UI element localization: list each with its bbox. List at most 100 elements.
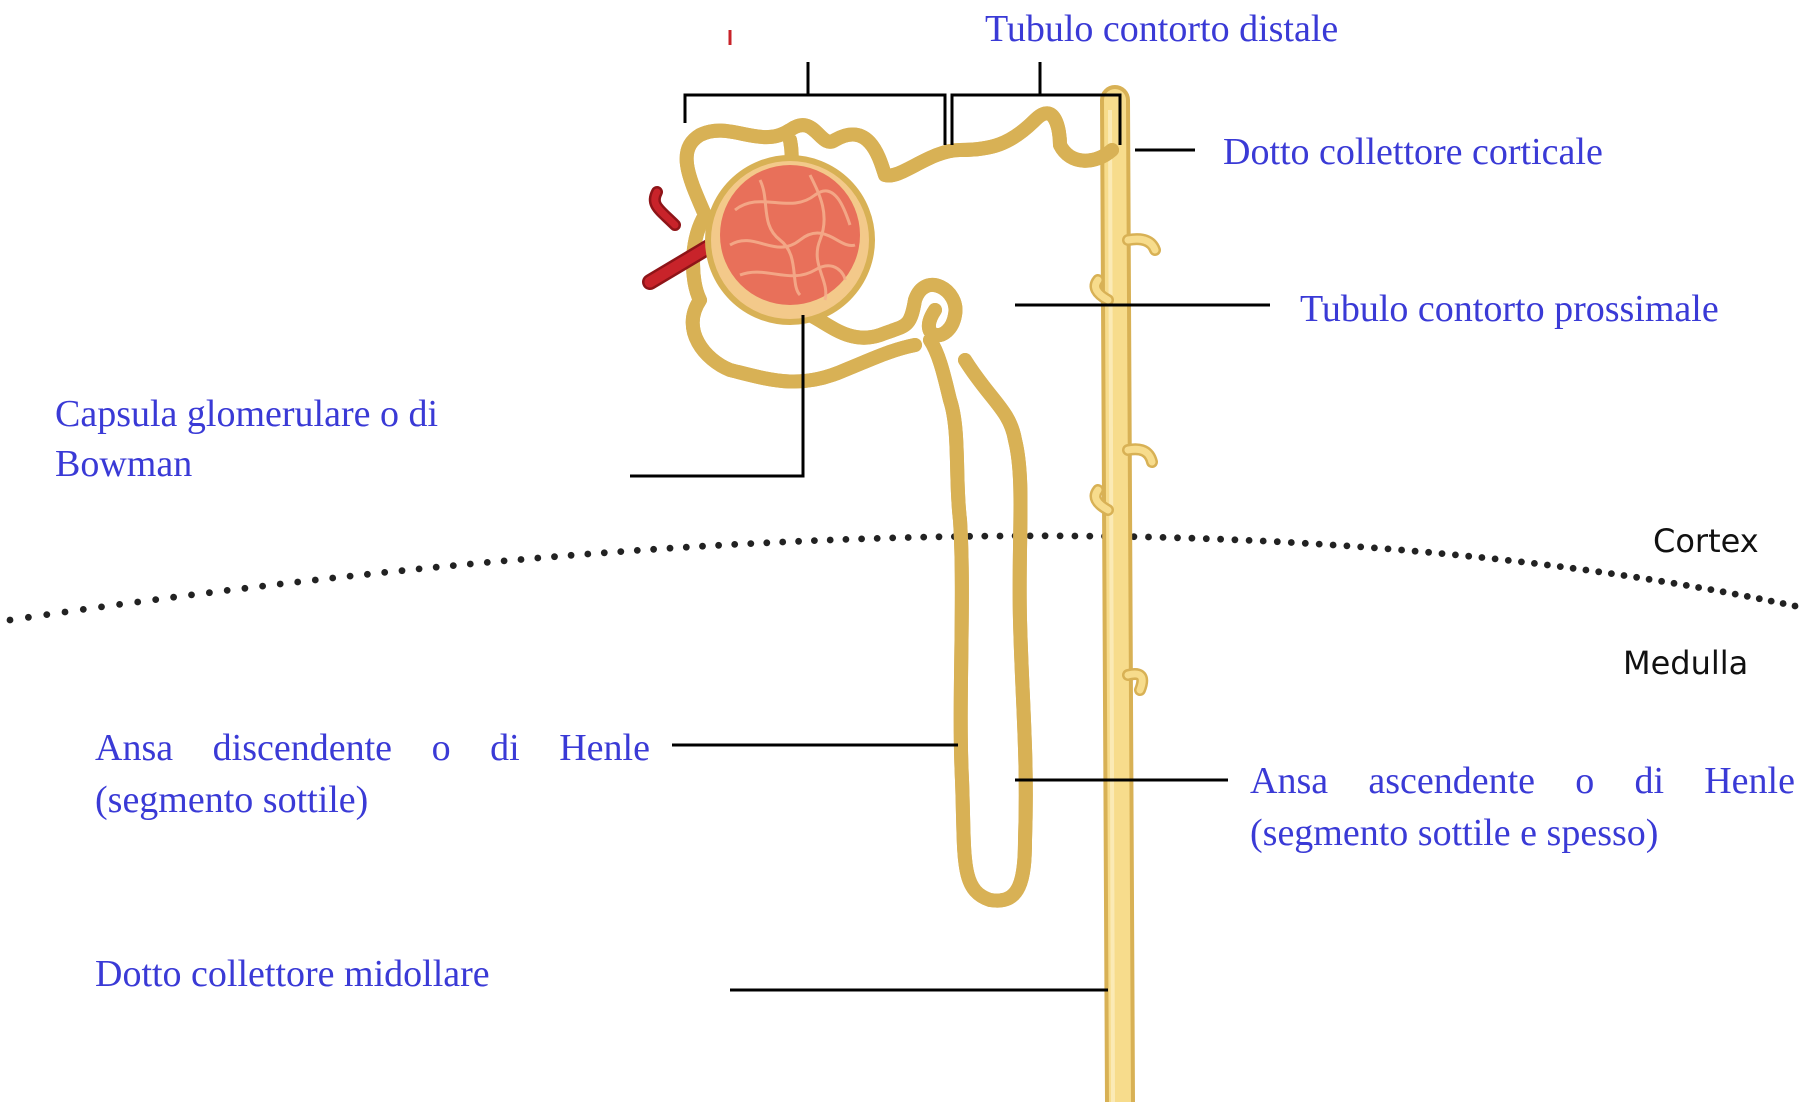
boundary-dot: [1027, 533, 1034, 540]
boundary-dot: [43, 611, 50, 618]
boundary-dot: [889, 535, 896, 542]
boundary-dot: [811, 537, 818, 544]
label-dotto-collettore-midollare: Dotto collettore midollare: [95, 948, 490, 1000]
boundary-dot: [1768, 598, 1775, 605]
boundary-dot: [484, 559, 491, 566]
boundary-dot: [634, 547, 641, 554]
boundary-dot: [1330, 542, 1337, 549]
boundary-dot: [381, 569, 388, 576]
boundary-dot: [1189, 535, 1196, 542]
boundary-dot: [1695, 584, 1702, 591]
leader-lines: [630, 30, 1270, 990]
boundary-dot: [551, 553, 558, 560]
boundary-dot: [779, 539, 786, 546]
boundary-dot: [80, 606, 87, 613]
boundary-dot: [1274, 538, 1281, 545]
boundary-dot: [1385, 546, 1392, 553]
word: Henle: [1704, 755, 1795, 807]
boundary-dot: [1412, 548, 1419, 555]
boundary-dot: [1720, 588, 1727, 595]
boundary-dot: [1531, 560, 1538, 567]
boundary-dot: [347, 573, 354, 580]
boundary-dot: [1203, 535, 1210, 542]
boundary-dot: [364, 571, 371, 578]
boundary-dot: [905, 534, 912, 541]
boundary-dot: [747, 540, 754, 547]
boundary-dot: [329, 575, 336, 582]
boundary-dot: [1057, 533, 1064, 540]
boundary-dot: [134, 599, 141, 606]
boundary-dot: [242, 585, 249, 592]
boundary-dot: [467, 561, 474, 568]
boundary-dot: [1557, 563, 1564, 570]
boundary-dot: [1792, 603, 1799, 610]
boundary-dot: [650, 546, 657, 553]
boundary-dot: [981, 533, 988, 540]
boundary-dot: [1492, 556, 1499, 563]
label-tubulo-contorto-distale: Tubulo contorto distale: [985, 3, 1338, 55]
boundary-dot: [294, 579, 301, 586]
label-ansa-discendente-line2: (segmento sottile): [95, 774, 368, 826]
boundary-dot: [1042, 532, 1049, 539]
boundary-dot: [224, 587, 231, 594]
boundary-dot: [450, 562, 457, 569]
boundary-dot: [1608, 570, 1615, 577]
boundary-dot: [1732, 591, 1739, 598]
boundary-dot: [1398, 547, 1405, 554]
boundary-dot: [1260, 538, 1267, 545]
boundary-dot: [1518, 559, 1525, 566]
boundary-dot: [1086, 533, 1093, 540]
boundary-dot: [116, 601, 123, 608]
boundary-dot: [259, 583, 266, 590]
boundary-dot: [1174, 534, 1181, 541]
label-ansa-ascendente-line1: Ansa ascendente o di Henle: [1250, 755, 1795, 807]
boundary-dot: [206, 589, 213, 596]
boundary-dot: [152, 596, 159, 603]
boundary-dot: [1246, 537, 1253, 544]
word: di: [490, 722, 520, 774]
boundary-dot: [843, 536, 850, 543]
boundary-dot: [1357, 544, 1364, 551]
boundary-dot: [399, 567, 406, 574]
boundary-dot: [312, 577, 319, 584]
boundary-dot: [1160, 534, 1167, 541]
label-capsula-line1: Capsula glomerulare o di: [55, 388, 438, 440]
boundary-dot: [715, 542, 722, 549]
boundary-dot: [1744, 593, 1751, 600]
label-capsula-line2: Bowman: [55, 438, 192, 490]
boundary-dot: [667, 545, 674, 552]
word: Henle: [559, 722, 650, 774]
boundary-dot: [1072, 533, 1079, 540]
boundary-dot: [1288, 539, 1295, 546]
boundary-dot: [1708, 586, 1715, 593]
boundary-dot: [874, 535, 881, 542]
boundary-dot: [1780, 600, 1787, 607]
boundary-dot: [98, 604, 105, 611]
label-ansa-discendente-line1: Ansa discendente o di Henle: [95, 722, 650, 774]
boundary-dot: [920, 534, 927, 541]
boundary-dot: [601, 549, 608, 556]
boundary-dot: [699, 543, 706, 550]
word: di: [1634, 755, 1664, 807]
boundary-dot: [1465, 553, 1472, 560]
boundary-dot: [518, 556, 525, 563]
boundary-dot: [1452, 552, 1459, 559]
boundary-dot: [1344, 543, 1351, 550]
label-dotto-collettore-corticale: Dotto collettore corticale: [1223, 126, 1603, 178]
label-tubulo-contorto-prossimale: Tubulo contorto prossimale: [1300, 283, 1719, 335]
zone-label-cortex: Cortex: [1653, 522, 1759, 560]
boundary-dot: [683, 544, 690, 551]
boundary-dot: [568, 552, 575, 559]
boundary-dot: [188, 592, 195, 599]
boundary-dot: [25, 614, 32, 621]
boundary-dot: [1145, 534, 1152, 541]
boundary-dot: [62, 609, 69, 616]
boundary-dot: [1570, 565, 1577, 572]
boundary-dot: [170, 594, 177, 601]
collecting-duct: [1096, 100, 1155, 1102]
boundary-dot: [1683, 582, 1690, 589]
boundary-dot: [1316, 541, 1323, 548]
boundary-dot: [1646, 576, 1653, 583]
boundary-dot: [1505, 557, 1512, 564]
